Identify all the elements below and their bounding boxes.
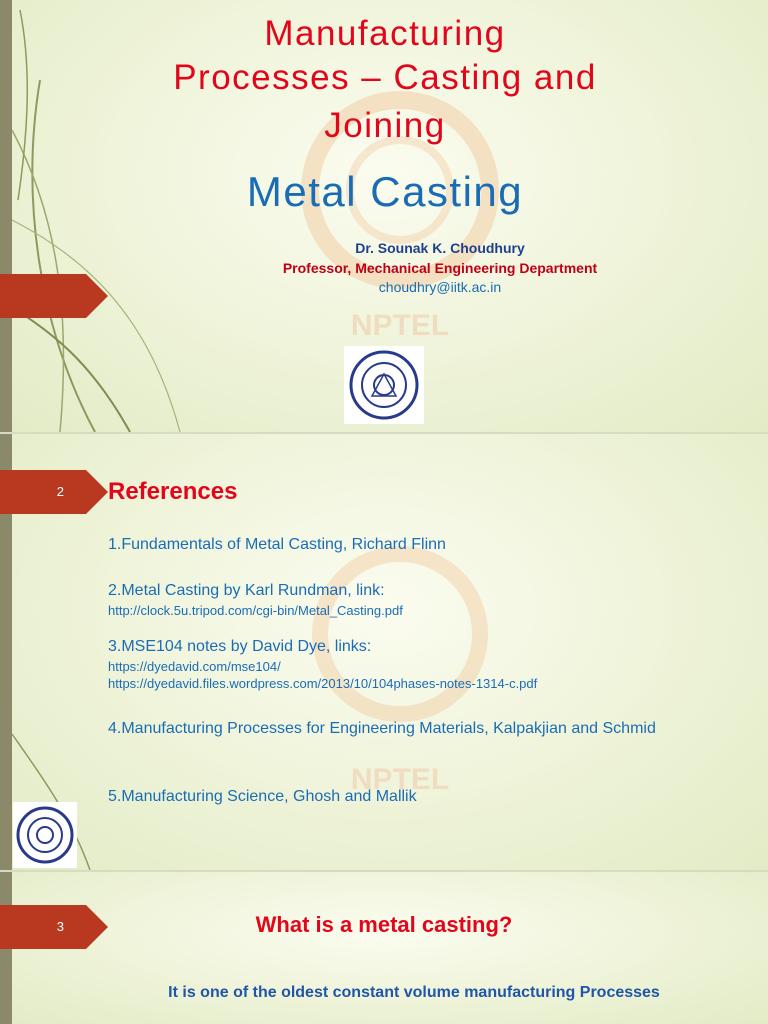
slide-separator [0,432,768,434]
iitk-logo [13,802,77,868]
slide-references: NPTEL 2 References 1.Fundamentals of Met… [0,434,768,870]
slide-tag-1 [0,274,108,318]
reference-item: 4.Manufacturing Processes for Engineerin… [108,720,656,737]
reference-item: 3.MSE104 notes by David Dye, links: http… [108,638,538,691]
reference-link[interactable]: https://dyedavid.com/mse104/ [108,659,281,674]
author-name: Dr. Sounak K. Choudhury [355,240,525,256]
reference-item: 5.Manufacturing Science, Ghosh and Malli… [108,788,417,805]
left-bar [0,0,12,432]
slide-number: 3 [56,919,64,934]
svg-text:NPTEL: NPTEL [351,309,449,342]
slide-number-tag: 3 [0,905,108,949]
left-bar [0,434,12,870]
answer-text: It is one of the oldest constant volume … [168,984,660,1001]
slide-number-tag: 2 [0,470,108,514]
title-line-1: Manufacturing [264,14,506,53]
reference-item: 1.Fundamentals of Metal Casting, Richard… [108,536,446,553]
slide-separator [0,870,768,872]
author-position: Professor, Mechanical Engineering Depart… [282,260,598,276]
reference-link[interactable]: http://clock.5u.tripod.com/cgi-bin/Metal… [108,603,403,618]
title-line-3: Joining [324,106,446,145]
slide-metal-casting: 3 What is a metal casting? It is one of … [0,872,768,1024]
iitk-logo [344,346,424,424]
reference-item: 2.Metal Casting by Karl Rundman, link: h… [108,582,403,618]
question-heading: What is a metal casting? [255,912,513,937]
reference-link[interactable]: https://dyedavid.files.wordpress.com/201… [108,676,538,691]
slide-title: NPTEL Manufacturing Processes – Casting … [0,0,768,432]
subtitle: Metal Casting [246,168,524,215]
title-line-2: Processes – Casting and [173,58,597,97]
slide-number: 2 [56,484,64,499]
references-heading: References [108,478,238,505]
author-email[interactable]: choudhry@iitk.ac.in [378,279,502,295]
